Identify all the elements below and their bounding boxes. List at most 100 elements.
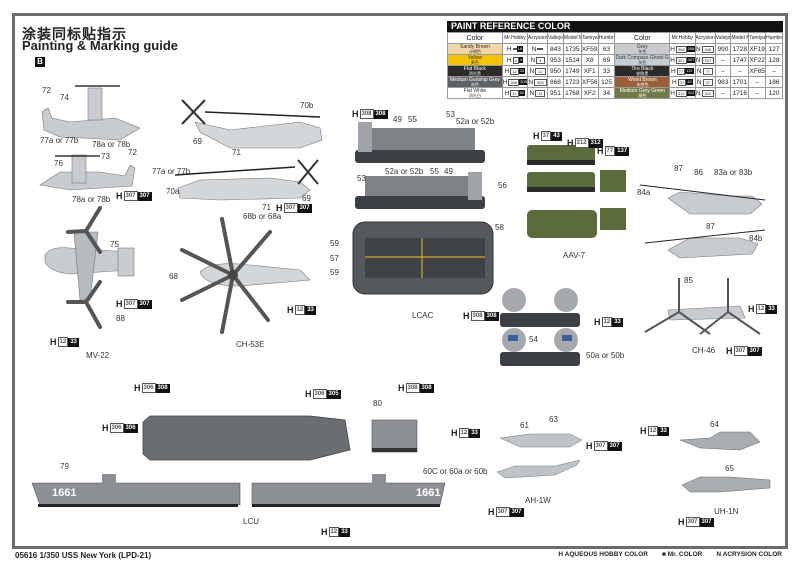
model-master-code: 1768 [562, 87, 582, 99]
decal-label: 72 [128, 148, 137, 157]
aav7-side-view-1 [527, 145, 595, 165]
ah1w-side-view-1 [499, 433, 583, 448]
decal-label: 72 [42, 86, 51, 95]
uh1n-side-view-1 [679, 431, 761, 451]
ch46-caption: CH-46 [692, 346, 716, 355]
decal-label: 74 [60, 93, 69, 102]
aav7-top-view [527, 210, 597, 238]
decal-label: 75 [110, 240, 119, 249]
legend-item: ■ Mr. COLOR [661, 551, 703, 558]
humbrol-code: 120 [765, 87, 783, 99]
lcu-side-view-2 [251, 474, 446, 507]
product-title: 05616 1/350 USS New York (LPD-21) [15, 551, 152, 560]
decal-label: 55 [408, 115, 417, 124]
decal-label: 60C or 60a or 60b [423, 467, 488, 476]
decal-label: 59 [330, 268, 339, 277]
decal-label: 59 [330, 239, 339, 248]
decal-label: 79 [60, 462, 69, 471]
aav7-side-view-2 [527, 172, 595, 192]
decal-label: 80 [373, 399, 382, 408]
decal-label: 64 [710, 420, 719, 429]
decal-label: 73 [101, 152, 110, 161]
mv22-top-view [44, 206, 135, 329]
decal-label: 63 [549, 415, 558, 424]
color-legend: H AQUEOUS HOBBY COLOR ■ Mr. COLOR N ACRY… [558, 551, 782, 558]
title-chinese: 涂装同标贴指示 [22, 26, 127, 42]
lcac-rear-view [500, 328, 580, 366]
decal-label: 77a or 77b [40, 136, 79, 145]
ah1w-side-view-2 [496, 459, 581, 479]
lcac-top-view [352, 221, 494, 295]
model-master-code: 1716 [730, 87, 750, 99]
decal-label: 55 [430, 167, 439, 176]
decal-label: 53 [357, 174, 366, 183]
mv22-side-view-2 [39, 154, 136, 191]
ch53e-side-view-1 [181, 99, 323, 149]
lcac-side-view-2 [355, 172, 485, 209]
ch53e-caption: CH-53E [236, 340, 265, 349]
decal-label: 70a [166, 187, 180, 196]
hull-number: 1661 [416, 487, 441, 499]
decal-label: 52a or 52b [385, 167, 424, 176]
decal-label: 49 [393, 115, 402, 124]
ch53e-side-view-2 [174, 159, 319, 201]
lcac-side-view-1 [355, 122, 485, 163]
decal-label: 71 [262, 203, 271, 212]
hull-number: 1661 [52, 487, 77, 499]
decal-label: 87 [706, 222, 715, 231]
decal-label: 65 [725, 464, 734, 473]
decal-label: 83a or 83b [714, 168, 753, 177]
mv22-caption: MV-22 [86, 351, 110, 360]
lcac-caption: LCAC [412, 311, 434, 320]
decal-label: 57 [330, 254, 339, 263]
mv22-side-view-1 [41, 85, 141, 141]
lcu-stern-view [371, 419, 418, 453]
decal-label: 77a or 77b [152, 167, 191, 176]
aav7-caption: AAV-7 [563, 251, 586, 260]
decal-label: 76 [54, 159, 63, 168]
uh1n-caption: UH-1N [714, 507, 739, 516]
decal-label: 84b [749, 234, 763, 243]
aav7-rear-view [600, 208, 626, 230]
page-title: Painting & Marking guide [22, 38, 179, 53]
decal-label: 68 [169, 272, 178, 281]
decal-label: 61 [520, 421, 529, 430]
legend-item: H AQUEOUS HOBBY COLOR [558, 551, 648, 558]
decal-label: 78a or 78b [72, 195, 111, 204]
decal-label: 54 [529, 335, 538, 344]
decal-label: 68b or 68a [243, 212, 282, 221]
lcu-top-view [142, 415, 351, 461]
decal-label: 58 [495, 223, 504, 232]
